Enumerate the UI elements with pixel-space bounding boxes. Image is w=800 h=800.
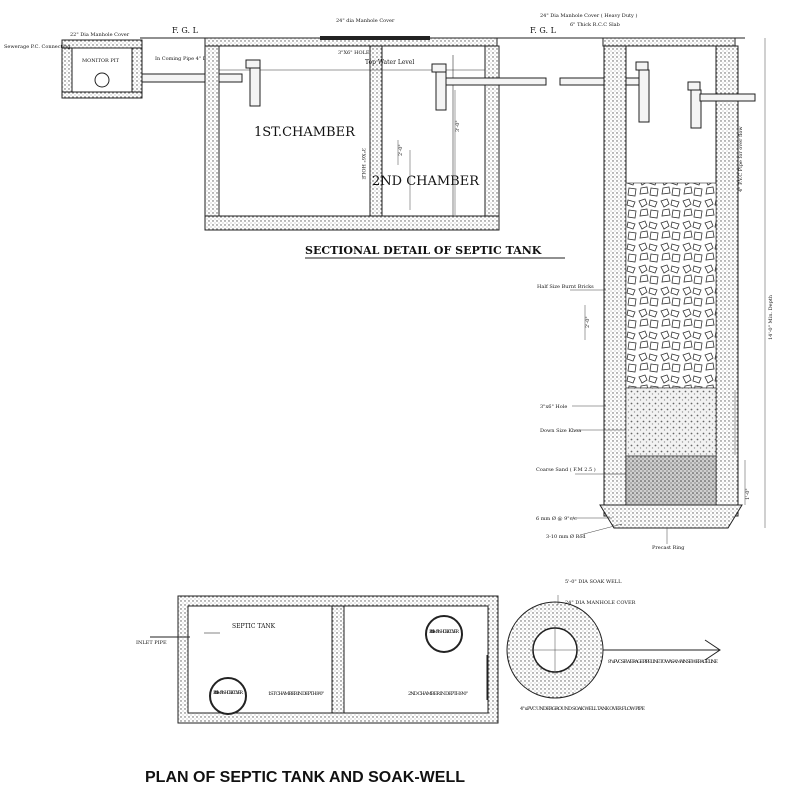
tee-fitting-2 bbox=[431, 63, 447, 111]
soak-well-tee-2 bbox=[687, 81, 702, 129]
rcc-slab-label: 6" Thick R.C.C Slab bbox=[570, 22, 620, 28]
soak-manhole-cover-label: 24" Dia Manhole Cover ( Heavy Duty ) bbox=[540, 12, 637, 19]
connecting-pipe bbox=[559, 77, 641, 86]
tank-outlet-pipe bbox=[445, 77, 547, 86]
soak-well-slab bbox=[602, 37, 736, 47]
fgl-right-label: F. G. L bbox=[530, 26, 557, 35]
soak-dim-2: 2'-0" bbox=[585, 316, 591, 328]
tank-manhole-cover-label: 24" dia Manhole Cover bbox=[336, 18, 395, 24]
coarse-sand-layer bbox=[625, 455, 717, 513]
soak-well-tee-1 bbox=[635, 61, 650, 123]
brick-khoa-layer bbox=[625, 387, 717, 457]
half-size-bricks-label: Half Size Burnt Bricks bbox=[537, 284, 594, 290]
plan-partition-wall bbox=[331, 605, 345, 714]
overflow-pipe bbox=[699, 93, 756, 102]
tank-manhole-cover bbox=[320, 36, 430, 40]
soak-well-left-wall bbox=[603, 45, 627, 517]
monitor-pit: MONITOR PIT bbox=[61, 39, 143, 99]
chamber2-label: 2ND CHAMBER bbox=[372, 174, 480, 189]
plan-manhole-2-label: 2'-0" dia MANHOLE COVER bbox=[429, 629, 459, 635]
small-manhole-cover-label: 22" Dia Manhole Cover bbox=[70, 32, 130, 38]
tank-partition-wall bbox=[369, 45, 383, 217]
fgl-left-label: F. G. L bbox=[172, 26, 199, 35]
hole-top-label: 3"X6" HOLE bbox=[338, 50, 370, 56]
soak-well-right-wall bbox=[715, 45, 739, 517]
plan-manhole-2 bbox=[425, 615, 463, 653]
sewer-connecting-label: Sewerage P.C. Connecting bbox=[4, 44, 71, 50]
coarse-sand-label: Coarse Sand ( F.M 2.5 ) bbox=[536, 466, 596, 473]
hole-note-label: 3"x6" Hole bbox=[540, 404, 567, 410]
plan-title: PLAN OF SEPTIC TANK AND SOAK-WELL bbox=[145, 769, 465, 786]
plan-soak-well-label: 5'-0" DIA SOAK WELL bbox=[565, 579, 622, 585]
tank-bottom-slab bbox=[204, 215, 500, 231]
brick-khoa-label: Down Size Khoa bbox=[540, 428, 581, 434]
ring-bar-label: 6 mm Ø @ 9"c/c bbox=[536, 515, 577, 522]
plan-overflow-label: 4" uPVC UNDERGROUND SOAK WELL TANK OVER … bbox=[520, 706, 645, 712]
top-water-level-label: Top Water Level bbox=[365, 59, 414, 66]
precast-ring bbox=[599, 504, 743, 529]
plan-soak-cover-label: 24" DIA MANHOLE COVER bbox=[565, 600, 636, 606]
overflow-pipe-note: 4" P.V.C Pipe for over flow bbox=[738, 126, 744, 192]
stone-filling bbox=[625, 182, 717, 389]
plan-manhole-1-label: 2'-0" dia MANHOLE COVER bbox=[213, 690, 243, 696]
chamber1-label: 1ST.CHAMBER bbox=[254, 125, 356, 140]
tank-left-wall bbox=[204, 45, 220, 223]
tank-dimension-lines bbox=[397, 90, 456, 215]
soak-dim-1: 1'-0" bbox=[745, 488, 751, 500]
tee-fitting-1 bbox=[245, 59, 261, 107]
depth-label: 14'-0" Min. Depth bbox=[768, 294, 774, 340]
hole-side-label: 3"X6" HOLE bbox=[360, 148, 366, 180]
soak-well-dimension-lines bbox=[584, 305, 746, 505]
plan-manhole-1 bbox=[209, 677, 247, 715]
plan-septic-tank-label: SEPTIC TANK bbox=[232, 623, 276, 630]
section-title: SECTIONAL DETAIL OF SEPTIC TANK bbox=[305, 244, 542, 257]
precast-ring-label: Precast Ring bbox=[652, 545, 685, 551]
plan-chamber2-note: 2ND CHAMBER IN DEPTH 8'-0" bbox=[408, 691, 468, 697]
plan-view: INLET PIPE SEPTIC TANK 2'-0" dia MANHOLE… bbox=[136, 579, 721, 786]
tank-dim-2: 2'-0" bbox=[398, 144, 404, 156]
plan-sewerage-label: 8" uPVC SEWERAGE PIPE LINE TO WASA MAIN … bbox=[608, 659, 718, 665]
soak-well-section: 24" Dia Manhole Cover ( Heavy Duty ) 6" … bbox=[536, 12, 774, 551]
incoming-pipe-label: In Coming Pipe 4" Dia bbox=[155, 56, 211, 62]
tank-right-wall bbox=[484, 45, 500, 223]
tank-dim-3: 3'-0" bbox=[455, 120, 461, 132]
monitor-pit-label: MONITOR PIT bbox=[82, 58, 120, 64]
plan-chamber1-note: 1ST CHAMBER IN DEPTH 8'-0" bbox=[268, 691, 324, 697]
rod-note-label: 3-10 mm Ø Rod bbox=[546, 533, 586, 540]
incoming-pipe bbox=[141, 73, 243, 83]
plan-inlet-label: INLET PIPE bbox=[136, 640, 167, 646]
